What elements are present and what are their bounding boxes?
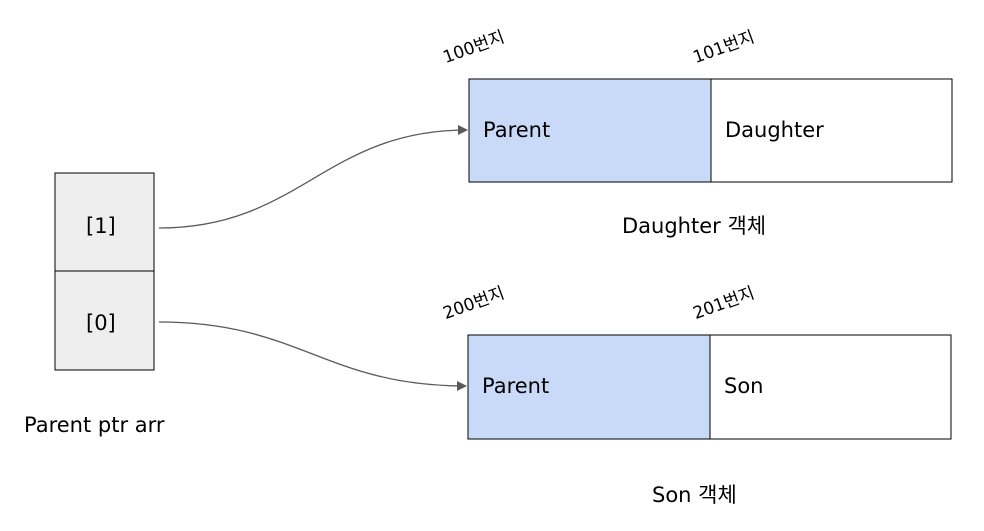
daughter-caption: Daughter 객체 [622,214,767,238]
daughter-child-label: Daughter [725,118,824,142]
array-cell-0-label: [0] [86,311,116,335]
array-caption: Parent ptr arr [24,413,165,437]
son-parent-part [467,334,711,440]
array-cell-1 [54,172,155,272]
daughter-parent-label: Parent [483,118,551,142]
son-parent-label: Parent [482,374,550,398]
son-child-part [709,334,952,440]
daughter-child-part [710,78,953,183]
daughter-parent-part [468,78,712,183]
pointer-arrow-0-to-son [158,321,467,391]
son-caption: Son 객체 [652,483,737,507]
son-child-label: Son [724,374,764,398]
pointer-arrow-1-to-daughter [158,125,468,229]
array-cell-1-label: [1] [86,214,116,238]
array-cell-0 [54,270,155,371]
